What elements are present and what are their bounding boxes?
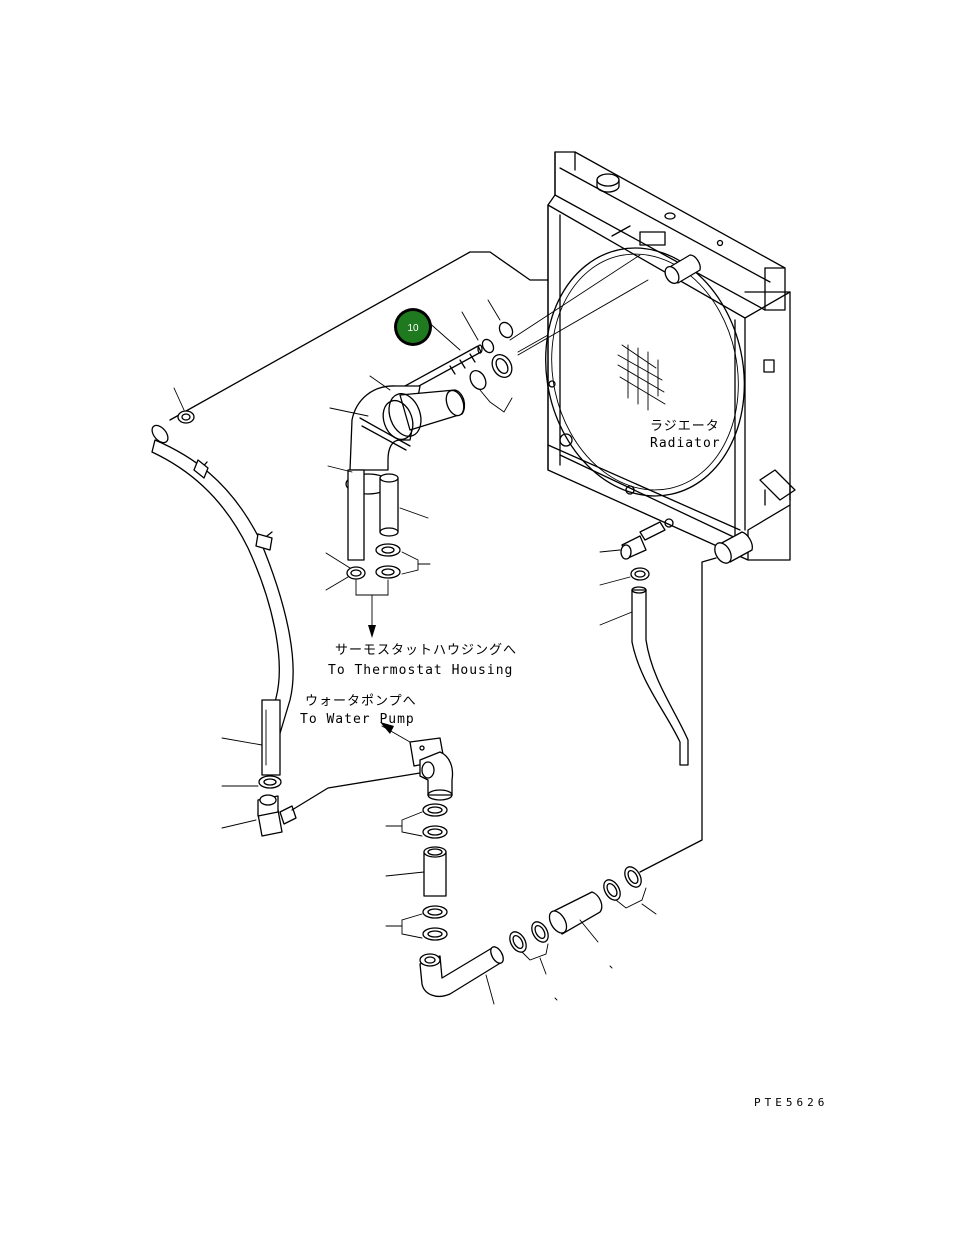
radiator <box>545 151 796 564</box>
callout-10-number: 10 <box>407 323 419 334</box>
vent-pipe-left <box>151 251 549 837</box>
water-pump-hose-assembly <box>380 557 717 1005</box>
radiator-core-mesh <box>617 344 666 411</box>
radiator-label-en: Radiator <box>650 436 721 451</box>
thermostat-label-jp: サーモスタットハウジングへ <box>335 643 517 658</box>
callout-10[interactable]: 10 <box>394 308 432 346</box>
thermostat-label-en: To Thermostat Housing <box>328 663 513 678</box>
radiator-label-jp: ラジエータ <box>650 419 720 434</box>
drain-hose-assembly <box>599 535 689 766</box>
pump-label-jp: ウォータポンプへ <box>305 694 417 709</box>
upper-hose-assembly <box>325 254 649 638</box>
callout-10-badge[interactable] <box>397 311 429 343</box>
pump-label-en: To Water Pump <box>300 712 415 727</box>
drawing-code: PTE5626 <box>754 1096 828 1109</box>
